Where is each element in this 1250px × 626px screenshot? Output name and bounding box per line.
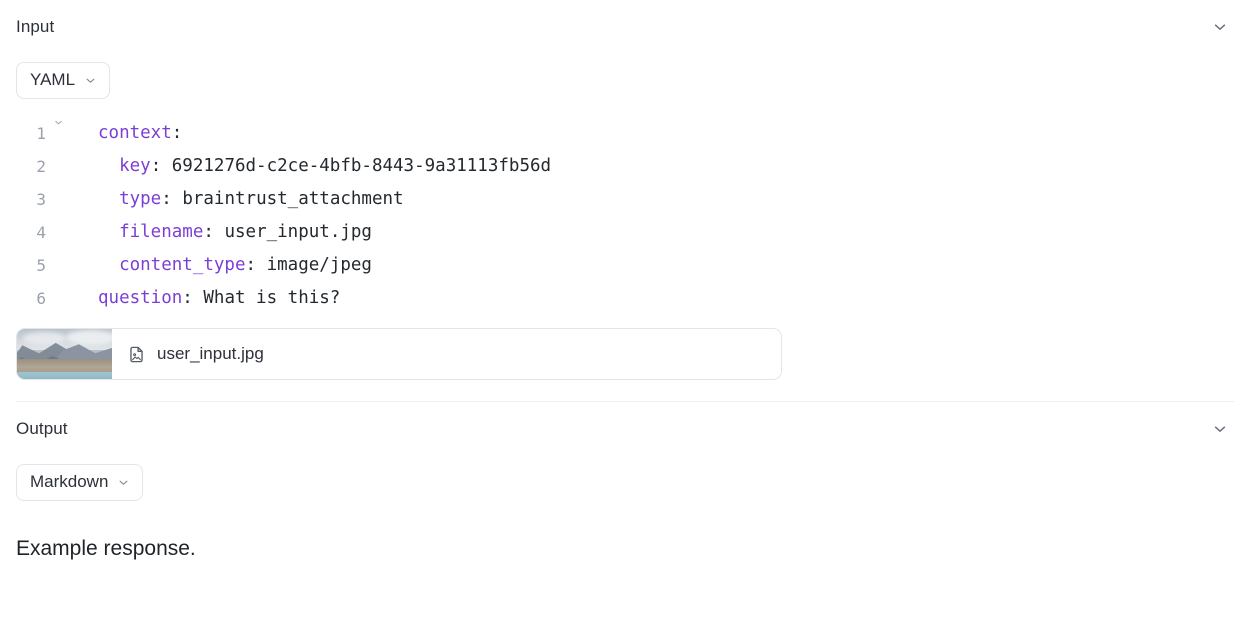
output-collapse-chevron-down-icon[interactable] xyxy=(1208,417,1232,441)
section-divider xyxy=(16,401,1234,402)
code-line: 6 question: What is this? xyxy=(16,282,1250,315)
attachment-filename: user_input.jpg xyxy=(157,344,264,363)
code-line-text: filename: user_input.jpg xyxy=(98,216,372,249)
output-section: Output Markdown Example response. xyxy=(0,402,1250,563)
yaml-key: context xyxy=(98,123,172,143)
code-line-text: type: braintrust_attachment xyxy=(98,183,404,216)
input-format-row: YAML xyxy=(0,54,1250,99)
yaml-value: braintrust_attachment xyxy=(171,189,404,209)
code-line-text: question: What is this? xyxy=(98,282,340,315)
yaml-value: 6921276d-c2ce-4bfb-8443-9a31113fb56d xyxy=(161,156,552,176)
yaml-colon: : xyxy=(171,123,183,143)
input-format-label: YAML xyxy=(30,70,76,89)
code-line-text: content_type: image/jpeg xyxy=(98,249,372,282)
code-line: 5 content_type: image/jpeg xyxy=(16,249,1250,282)
yaml-colon: : xyxy=(161,189,172,209)
code-line: 4 filename: user_input.jpg xyxy=(16,216,1250,249)
code-line-text: context: xyxy=(98,117,182,150)
line-number: 3 xyxy=(36,190,46,209)
yaml-colon: : xyxy=(182,288,193,308)
yaml-value: image/jpeg xyxy=(256,255,372,275)
code-line: 2 key: 6921276d-c2ce-4bfb-8443-9a31113fb… xyxy=(16,150,1250,183)
line-number: 4 xyxy=(36,223,46,242)
line-number: 6 xyxy=(36,289,46,308)
line-number: 2 xyxy=(36,157,46,176)
code-fold-chevron-down-icon[interactable] xyxy=(46,117,70,128)
line-number: 1 xyxy=(36,124,46,143)
output-section-header[interactable]: Output xyxy=(0,402,1250,456)
yaml-colon: : xyxy=(203,222,214,242)
yaml-key: content_type xyxy=(119,255,246,275)
input-collapse-chevron-down-icon[interactable] xyxy=(1208,15,1232,39)
code-line: 3 type: braintrust_attachment xyxy=(16,183,1250,216)
yaml-value: What is this? xyxy=(192,288,341,308)
file-image-icon xyxy=(127,345,146,364)
output-markdown-content: Example response. xyxy=(16,537,196,560)
attachment-wrap: user_input.jpg xyxy=(0,315,1250,380)
yaml-colon: : xyxy=(150,156,162,176)
output-section-title: Output xyxy=(16,419,68,438)
input-format-select[interactable]: YAML xyxy=(16,62,111,99)
yaml-colon: : xyxy=(245,255,257,275)
yaml-value: user_input.jpg xyxy=(213,222,372,242)
code-line: 1 context: xyxy=(16,117,1250,150)
yaml-key: filename xyxy=(119,222,204,242)
input-format-chevron-down-icon xyxy=(84,74,97,87)
code-line-text: key: 6921276d-c2ce-4bfb-8443-9a31113fb56… xyxy=(98,150,551,183)
output-body: Example response. xyxy=(0,501,1250,563)
output-format-row: Markdown xyxy=(0,456,1250,501)
input-section-header[interactable]: Input xyxy=(0,0,1250,54)
output-format-chevron-down-icon xyxy=(117,476,130,489)
attachment-thumbnail xyxy=(17,329,112,379)
attachment-card[interactable]: user_input.jpg xyxy=(16,328,782,380)
input-section-title: Input xyxy=(16,17,55,36)
yaml-key: question xyxy=(98,288,183,308)
line-number: 5 xyxy=(36,256,46,275)
yaml-key: type xyxy=(119,189,162,209)
yaml-key: key xyxy=(119,156,151,176)
output-format-label: Markdown xyxy=(30,472,109,491)
attachment-body: user_input.jpg xyxy=(112,329,781,379)
output-format-select[interactable]: Markdown xyxy=(16,464,144,501)
